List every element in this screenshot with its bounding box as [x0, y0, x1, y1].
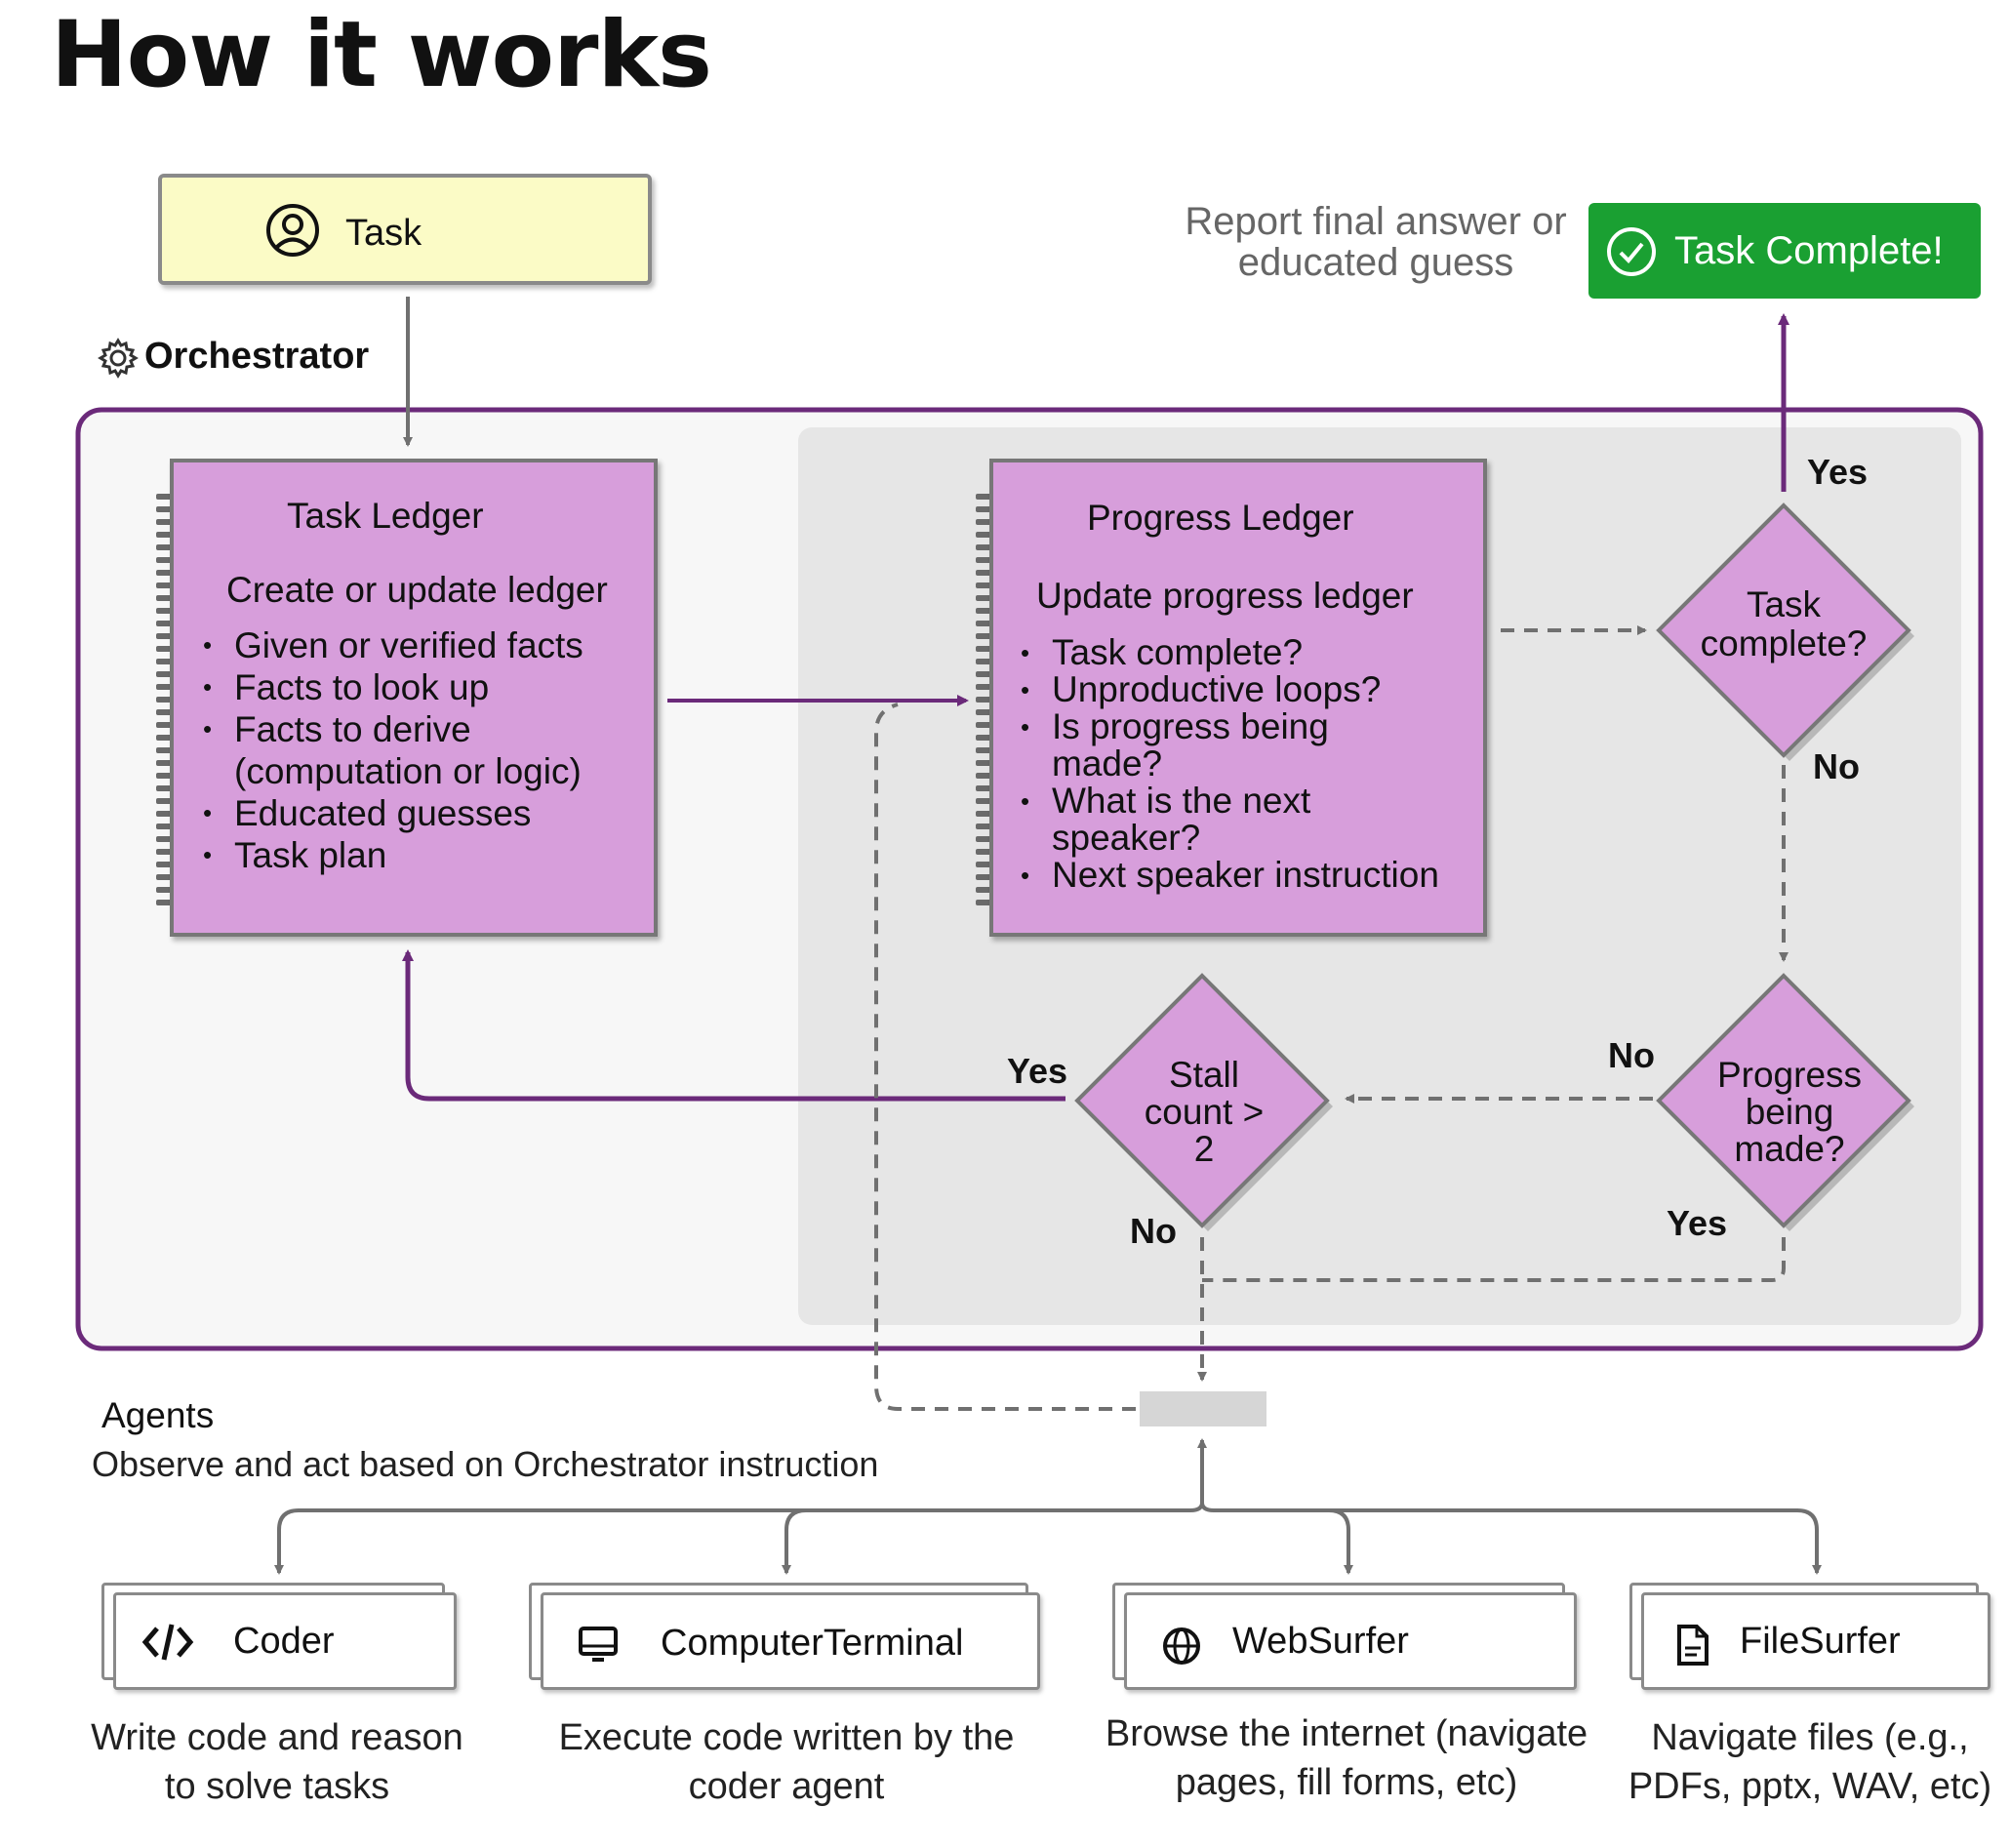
agent-desc-coder: Write code and reason to solve tasks [82, 1713, 472, 1811]
list-item: Facts to look up [201, 666, 583, 708]
edge-label-progress-no: No [1608, 1035, 1655, 1075]
progress-ledger-subtitle: Update progress ledger [1036, 576, 1414, 616]
list-item: made? [1052, 743, 1163, 783]
agent-name: ComputerTerminal [661, 1623, 964, 1664]
agent-desc-line-2: pages, fill forms, etc) [1175, 1762, 1518, 1803]
file-icon [1677, 1625, 1708, 1666]
dispatcher-node [1140, 1391, 1266, 1426]
gear-icon [98, 338, 139, 379]
decision-progress [1656, 973, 1914, 1231]
list-item: (computation or logic) [234, 751, 582, 791]
progress-ledger: Progress Ledger Update progress ledger T… [989, 459, 1487, 937]
list-item: Facts to derive [201, 708, 583, 750]
edge-label-progress-yes: Yes [1667, 1203, 1727, 1243]
task-ledger-subtitle: Create or update ledger [226, 570, 608, 610]
agent-name: FileSurfer [1740, 1621, 1901, 1662]
agents-title: Agents [101, 1395, 215, 1435]
agent-card-websurfer[interactable]: WebSurfer [1112, 1583, 1577, 1690]
agents-subtitle: Observe and act based on Orchestrator in… [92, 1444, 879, 1484]
agent-desc-computer-terminal: Execute code written by the coder agent [543, 1713, 1030, 1811]
list-item: Educated guesses [201, 792, 583, 834]
decision-stall-line1: Stall [1169, 1055, 1239, 1095]
card-face: WebSurfer [1124, 1592, 1577, 1690]
decision-progress-line3: made? [1734, 1129, 1844, 1169]
card-face: ComputerTerminal [541, 1592, 1040, 1690]
card-face: Coder [113, 1592, 457, 1690]
list-item: speaker? [1052, 818, 1201, 858]
list-item: Task plan [201, 834, 583, 876]
monitor-icon [579, 1627, 618, 1662]
agent-card-filesurfer[interactable]: FileSurfer [1629, 1583, 1990, 1690]
task-complete-label: Task Complete! [1674, 229, 1944, 272]
code-icon [141, 1624, 194, 1661]
progress-ledger-title: Progress Ledger [1087, 498, 1354, 538]
agent-desc-line-1: Execute code written by the [558, 1717, 1015, 1758]
task-ledger-list: Given or verified facts Facts to look up… [201, 624, 583, 876]
list-item: Task complete? [1019, 634, 1439, 672]
decision-stall-line3: 2 [1194, 1129, 1215, 1169]
agent-desc-line-1: Browse the internet (navigate [1105, 1713, 1588, 1754]
check-circle-icon [1607, 227, 1656, 276]
arrow-stall-yes [402, 949, 1065, 1102]
agent-bus-terminal [782, 1508, 807, 1575]
decision-task-complete [1656, 502, 1914, 761]
agent-bus-websurfer [1328, 1508, 1353, 1575]
report-text: Report final answer or educated guess [1171, 201, 1581, 283]
task-label: Task [345, 213, 422, 254]
decision-progress-line2: being [1746, 1092, 1834, 1132]
list-item: Next speaker instruction [1019, 857, 1439, 895]
report-line-1: Report final answer or [1185, 200, 1567, 243]
list-item: Unproductive loops? [1019, 671, 1439, 709]
list-item: Is progress being [1019, 708, 1439, 746]
progress-ledger-list: Task complete? Unproductive loops? Is pr… [1019, 634, 1439, 895]
task-ledger-title: Task Ledger [287, 496, 484, 536]
agent-desc-line-1: Write code and reason [91, 1717, 463, 1758]
agent-desc-line-2: coder agent [688, 1766, 885, 1807]
edge-label-stall-no: No [1130, 1211, 1177, 1251]
task-complete-box: Task Complete! [1588, 203, 1981, 299]
task-ledger: Task Ledger Create or update ledger Give… [170, 459, 658, 937]
agent-card-computer-terminal[interactable]: ComputerTerminal [529, 1583, 1040, 1690]
arrow-progress-yes [1202, 1237, 1786, 1282]
agent-bus-right [1200, 1502, 1822, 1575]
card-face: FileSurfer [1641, 1592, 1990, 1690]
edge-label-complete-yes: Yes [1807, 452, 1868, 492]
decision-task-complete-line2: complete? [1701, 623, 1868, 663]
task-box: Task [158, 174, 652, 285]
decision-progress-line1: Progress [1717, 1055, 1862, 1095]
agent-name: Coder [233, 1621, 335, 1662]
globe-icon [1163, 1627, 1200, 1665]
decision-stall [1074, 973, 1333, 1231]
report-line-2: educated guess [1237, 241, 1514, 284]
arrow-agents-feedback [874, 703, 1136, 1411]
agent-desc-filesurfer: Navigate files (e.g., PDFs, pptx, WAV, e… [1620, 1713, 2000, 1811]
agent-bus [274, 1502, 1204, 1575]
orchestrator-label: Orchestrator [144, 336, 370, 377]
edge-label-complete-no: No [1813, 746, 1860, 786]
user-circle-icon [266, 204, 319, 257]
edge-label-stall-yes: Yes [1007, 1051, 1067, 1091]
agent-desc-line-1: Navigate files (e.g., [1651, 1717, 1969, 1758]
list-item: What is the next [1019, 783, 1439, 821]
list-item: Given or verified facts [201, 624, 583, 666]
decision-stall-line2: count > [1145, 1092, 1264, 1132]
agent-name: WebSurfer [1232, 1621, 1409, 1662]
agent-desc-line-2: PDFs, pptx, WAV, etc) [1628, 1766, 1992, 1807]
agent-card-coder[interactable]: Coder [101, 1583, 457, 1690]
decision-task-complete-line1: Task [1747, 584, 1822, 624]
agent-desc-websurfer: Browse the internet (navigate pages, fil… [1093, 1709, 1600, 1807]
page-title: How it works [51, 2, 712, 108]
agent-desc-line-2: to solve tasks [164, 1766, 390, 1807]
